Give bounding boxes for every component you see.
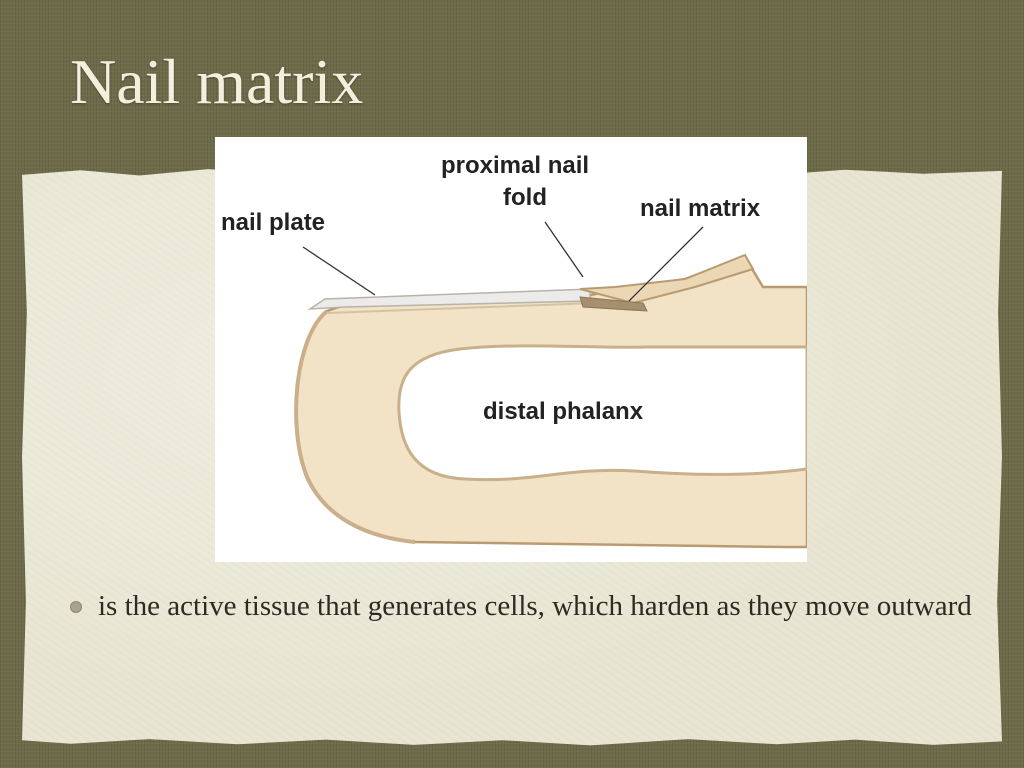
- label-proximal-nail-fold-line1: proximal nail: [441, 152, 589, 179]
- label-proximal-nail-fold-line2: fold: [503, 184, 547, 211]
- nail-anatomy-svg: nail plate proximal nail fold nail matri…: [215, 137, 807, 562]
- bullet-text: is the active tissue that generates cell…: [98, 584, 978, 628]
- leader-proximal-fold: [545, 222, 583, 277]
- leader-nail-plate: [303, 247, 375, 295]
- label-distal-phalanx: distal phalanx: [483, 398, 644, 425]
- label-nail-plate: nail plate: [221, 209, 325, 236]
- bullet-marker: [70, 601, 82, 613]
- nail-anatomy-diagram: nail plate proximal nail fold nail matri…: [215, 137, 807, 562]
- slide-title: Nail matrix: [70, 44, 363, 121]
- label-nail-matrix: nail matrix: [640, 195, 761, 222]
